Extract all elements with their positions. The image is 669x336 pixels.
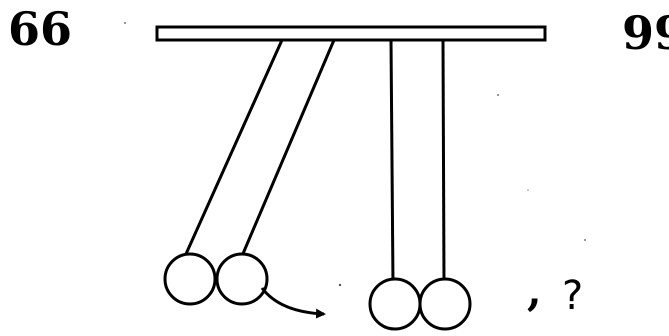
speck-1 — [124, 22, 126, 24]
motion-arrow — [260, 287, 326, 319]
ball-left-2 — [215, 252, 269, 306]
question-mark: ? — [562, 273, 584, 319]
speck-4 — [338, 283, 342, 287]
string-left-1 — [184, 39, 284, 255]
ball-right-1 — [368, 277, 422, 331]
ball-right-2 — [418, 277, 472, 331]
string-right-2 — [441, 39, 446, 286]
ball-left-1 — [163, 252, 217, 306]
close-quote-mark: 99 — [622, 6, 669, 60]
speck-2 — [497, 94, 499, 96]
speck-3 — [584, 239, 586, 241]
support-bar — [155, 25, 547, 42]
open-quote-mark: 66 — [8, 2, 73, 56]
string-left-2 — [240, 39, 336, 257]
speck-5 — [527, 189, 529, 191]
string-right-1 — [389, 39, 395, 286]
comma-mark: , — [527, 266, 542, 315]
